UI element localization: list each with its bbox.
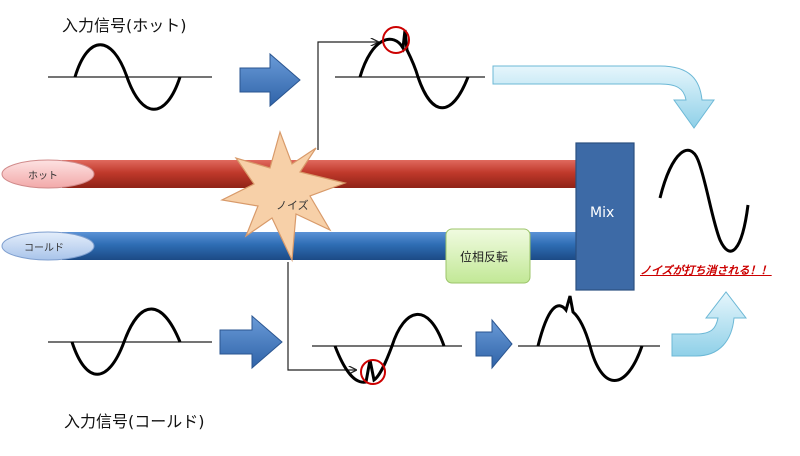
arrow-right-icon <box>219 314 283 370</box>
hot-pill <box>1 159 95 189</box>
arrow-right-icon <box>475 318 513 370</box>
hot-noise-highlight-ring <box>382 26 410 54</box>
output-wave <box>658 148 750 253</box>
noise-canceled-label: ノイズが打ち消される！！ <box>640 264 772 277</box>
hot-pill-label: ホット <box>28 171 58 182</box>
hot-input-wave <box>73 43 182 111</box>
input-cold-title: 入力信号(コールド) <box>64 412 205 431</box>
curved-arrow-down-icon <box>492 65 715 129</box>
cold-pill <box>1 231 95 261</box>
phase-invert-box <box>445 228 531 284</box>
noise-label: ノイズ <box>276 199 309 212</box>
noise-burst <box>220 130 348 263</box>
input-hot-title: 入力信号(ホット) <box>62 16 187 35</box>
noise-to-hot-connector <box>317 42 378 150</box>
cold-noisy-wave <box>333 312 446 384</box>
mix-box <box>575 142 635 291</box>
phase-invert-label: 位相反転 <box>460 250 509 264</box>
cold-input-wave <box>70 307 182 376</box>
noise-to-cold-connector <box>287 262 356 370</box>
mix-label: Mix <box>590 205 615 221</box>
cold-inverted-wave <box>536 295 644 382</box>
arrow-right-icon <box>239 52 301 108</box>
curved-arrow-up-icon <box>671 291 748 357</box>
cold-pill-label: コールド <box>24 243 64 254</box>
cold-noise-highlight-ring <box>360 359 386 385</box>
